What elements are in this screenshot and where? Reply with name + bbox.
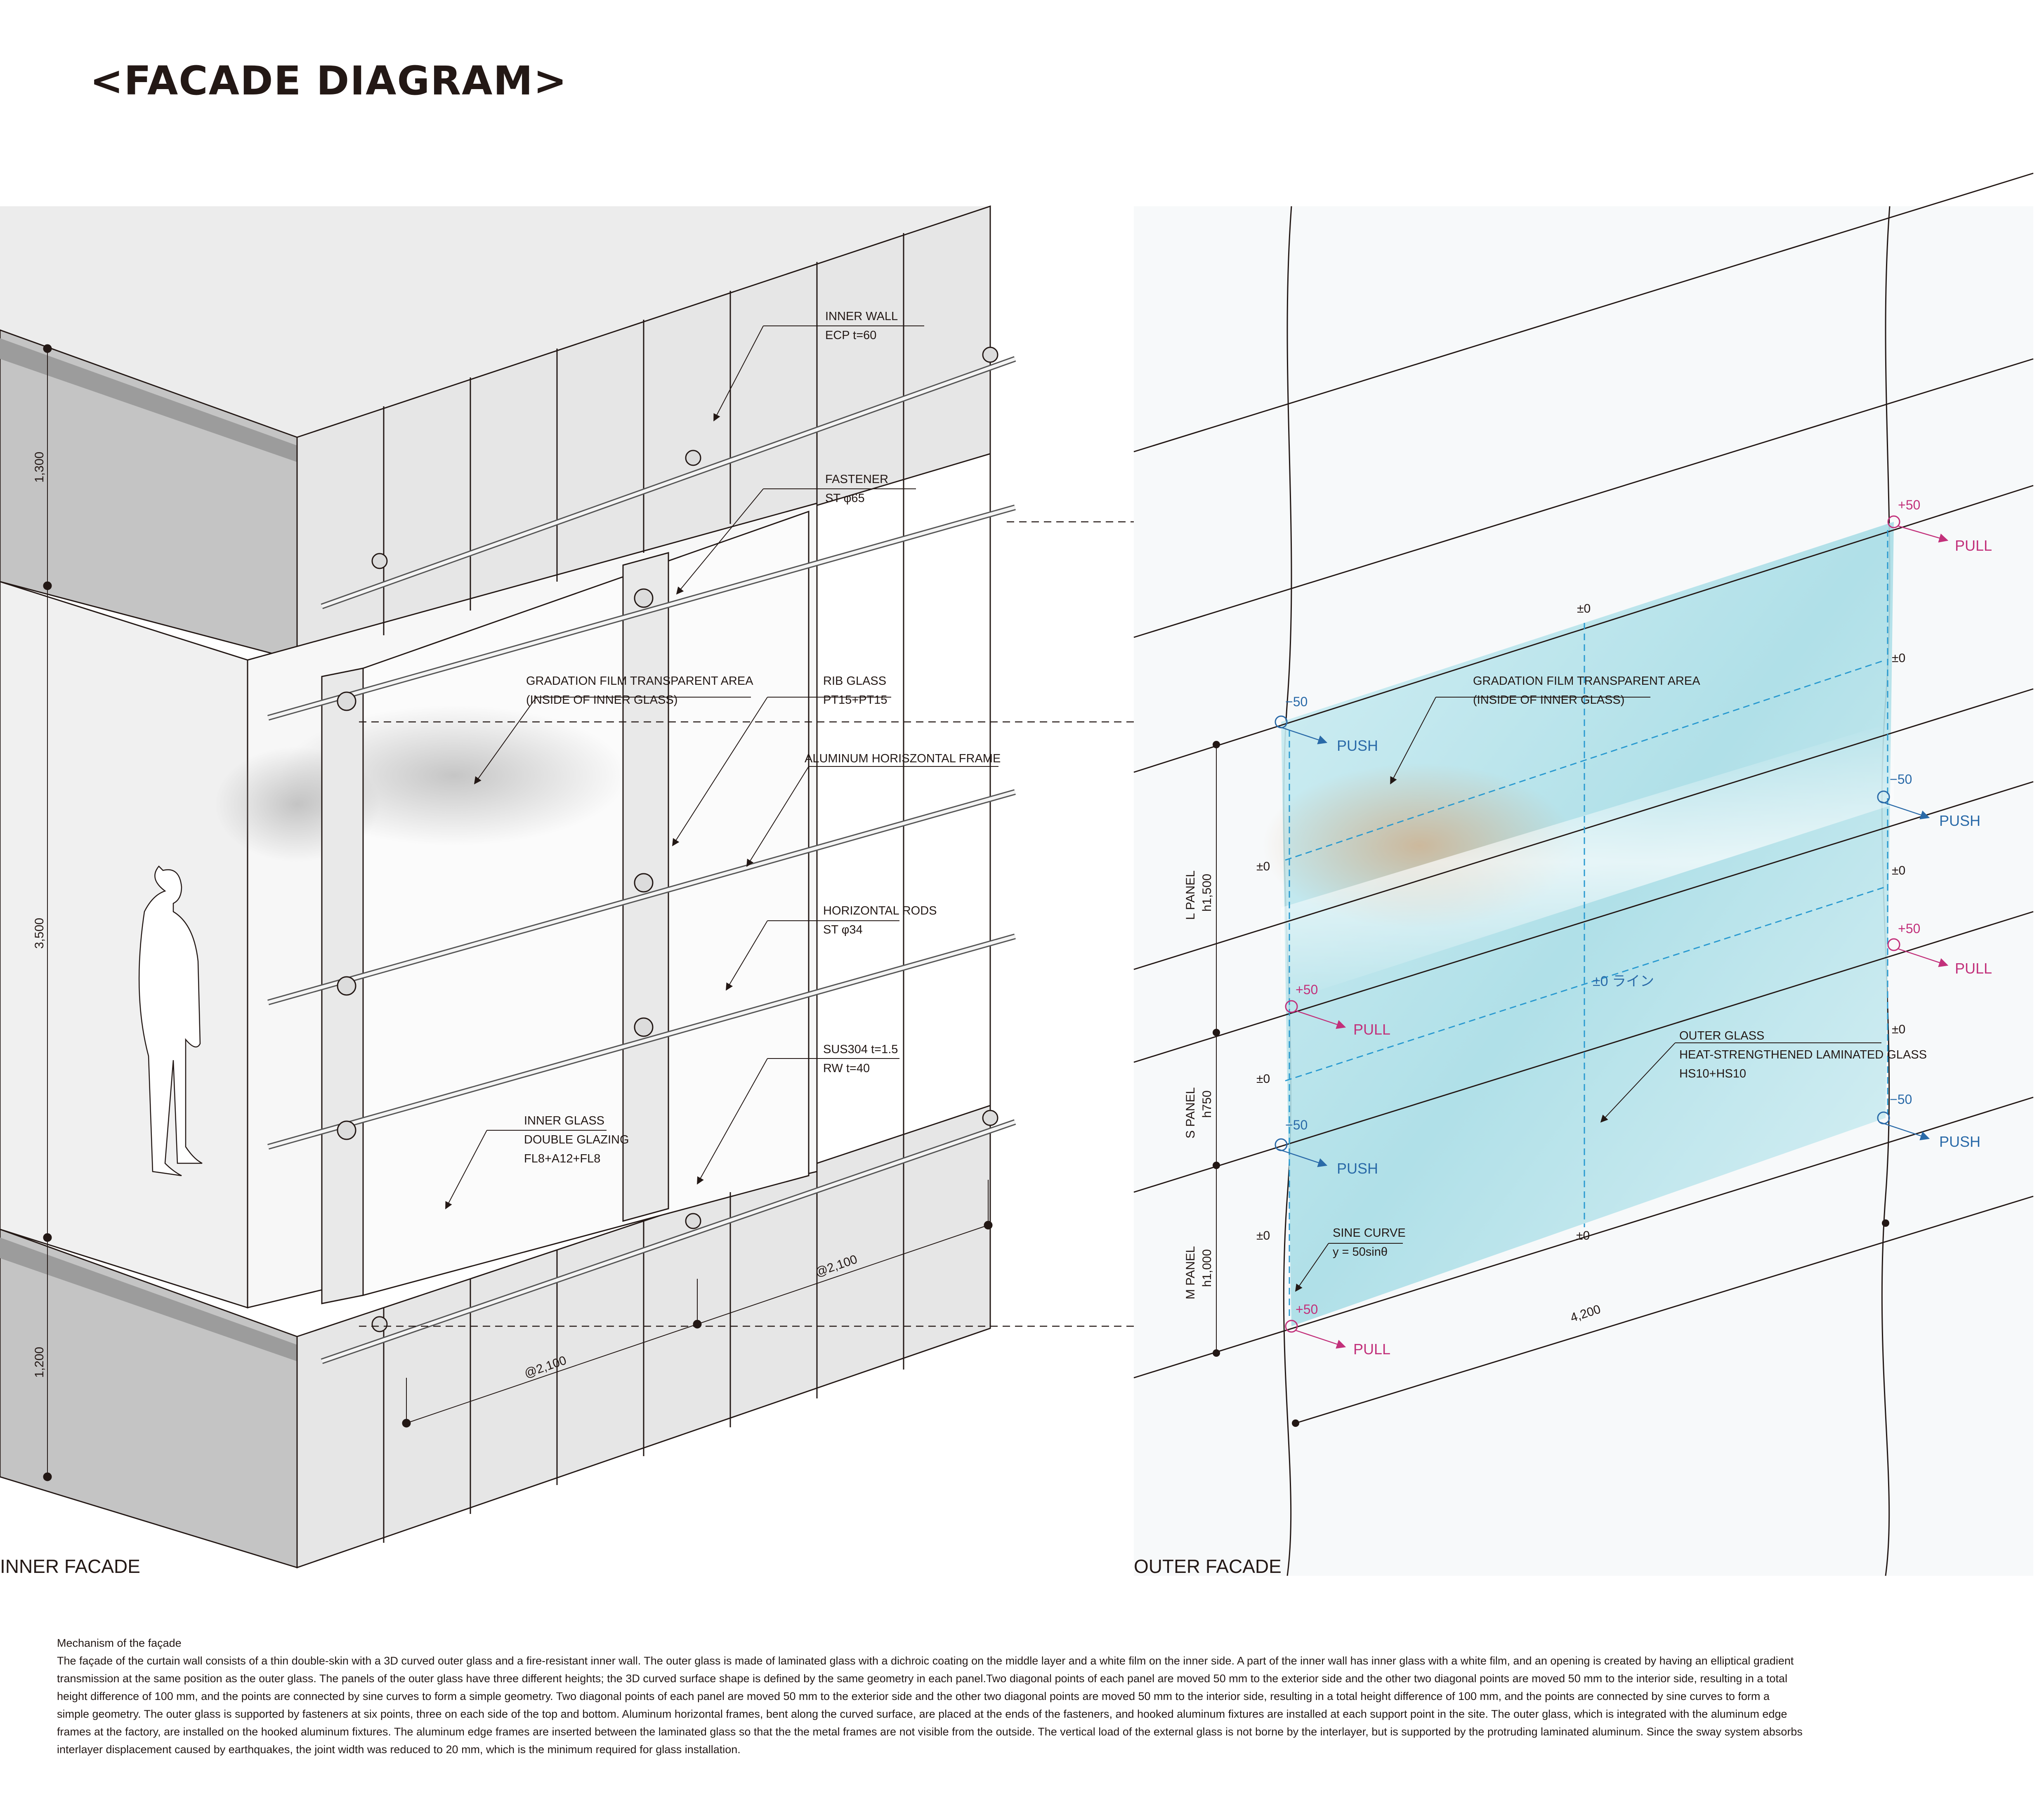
description-line-2: transmission at the same position as the…	[57, 1672, 1787, 1685]
push-d: PUSH	[1939, 1133, 1980, 1150]
minus-50-c: −50	[1285, 1117, 1308, 1132]
panel-s-name: S PANEL	[1184, 1087, 1197, 1139]
description-heading: Mechanism of the façade	[57, 1637, 182, 1649]
pull-c: PULL	[1353, 1021, 1390, 1038]
note-outer-gradation-2: (INSIDE OF INNER GLASS)	[1473, 693, 1624, 707]
note-fastener-1: FASTENER	[825, 473, 888, 486]
dim-3500: 3,500	[33, 918, 46, 949]
dim-1200: 1,200	[33, 1347, 46, 1378]
note-inner-glass-3: FL8+A12+FL8	[524, 1152, 600, 1165]
zero-7: ±0	[1256, 1229, 1270, 1242]
note-outer-glass-3: HS10+HS10	[1679, 1067, 1746, 1080]
note-rib-glass-1: RIB GLASS	[823, 674, 886, 688]
note-rods-2: ST φ34	[823, 923, 863, 936]
note-sine-1: SINE CURVE	[1333, 1226, 1406, 1240]
zero-4: ±0	[1892, 864, 1905, 877]
outer-facade	[1133, 172, 2034, 1576]
minus-50-d: −50	[1890, 1092, 1912, 1107]
plus-50-d: +50	[1296, 1302, 1318, 1317]
panel-l-height: h1,500	[1200, 874, 1214, 912]
panel-m-height: h1,000	[1200, 1249, 1214, 1287]
note-sus-2: RW t=40	[823, 1062, 870, 1075]
inner-facade	[0, 205, 1016, 1569]
note-rods-1: HORIZONTAL RODS	[823, 904, 937, 917]
plus-50-a: +50	[1898, 497, 1920, 512]
description-line-3: height difference of 100 mm, and the poi…	[57, 1690, 1770, 1702]
inner-facade-caption: INNER FACADE	[0, 1556, 140, 1577]
plus-50-c: +50	[1296, 982, 1318, 997]
description-line-1: The façade of the curtain wall consists …	[57, 1655, 1794, 1667]
note-alu-frame: ALUMINUM HORISZONTAL FRAME	[805, 752, 1001, 765]
pull-b: PULL	[1955, 960, 1992, 977]
zero-3: ±0	[1256, 860, 1270, 873]
note-gradation-2: (INSIDE OF INNER GLASS)	[526, 693, 677, 707]
note-rib-glass-2: PT15+PT15	[823, 693, 887, 707]
note-inner-glass-1: INNER GLASS	[524, 1114, 604, 1127]
pull-d: PULL	[1353, 1341, 1390, 1358]
description: Mechanism of the façade The façade of th…	[57, 1634, 1980, 1759]
dim-1300: 1,300	[33, 452, 46, 483]
zero-1: ±0	[1577, 602, 1591, 615]
note-sine-2: y = 50sinθ	[1333, 1245, 1388, 1259]
facade-diagram: INNER WALL ECP t=60 FASTENER ST φ65 GRAD…	[0, 172, 2034, 1577]
push-c: PUSH	[1337, 1160, 1378, 1177]
note-outer-glass-1: OUTER GLASS	[1679, 1029, 1764, 1042]
note-inner-wall-2: ECP t=60	[825, 329, 876, 342]
panel-l-name: L PANEL	[1184, 870, 1197, 920]
zero-8: ±0	[1576, 1229, 1590, 1242]
outer-facade-caption: OUTER FACADE	[1134, 1556, 1282, 1577]
plus-50-b: +50	[1898, 921, 1920, 936]
zero-2: ±0	[1892, 651, 1905, 665]
description-line-5: frames at the factory, are installed on …	[57, 1726, 1803, 1738]
description-line-4: simple geometry. The outer glass is supp…	[57, 1708, 1787, 1720]
note-fastener-2: ST φ65	[825, 492, 865, 505]
push-b: PUSH	[1939, 812, 1980, 829]
note-outer-gradation-1: GRADATION FILM TRANSPARENT AREA	[1473, 674, 1700, 688]
minus-50-a: −50	[1285, 694, 1308, 709]
minus-50-b: −50	[1890, 772, 1912, 787]
pull-a: PULL	[1955, 537, 1992, 554]
note-outer-glass-2: HEAT-STRENGTHENED LAMINATED GLASS	[1679, 1048, 1927, 1061]
push-a: PUSH	[1337, 737, 1378, 754]
projection-lines	[359, 521, 1894, 1327]
panel-s-height: h750	[1200, 1090, 1214, 1118]
zero-line: ±0 ライン	[1593, 974, 1654, 989]
note-gradation-1: GRADATION FILM TRANSPARENT AREA	[526, 674, 753, 688]
note-sus-1: SUS304 t=1.5	[823, 1043, 898, 1056]
panel-m-name: M PANEL	[1184, 1246, 1197, 1299]
page-title: <FACADE DIAGRAM>	[90, 58, 568, 104]
note-inner-wall-1: INNER WALL	[825, 310, 898, 323]
zero-6: ±0	[1892, 1023, 1905, 1036]
note-inner-glass-2: DOUBLE GLAZING	[524, 1133, 629, 1146]
zero-5: ±0	[1256, 1072, 1270, 1086]
description-line-6: interlayer displacement caused by earthq…	[57, 1743, 741, 1756]
